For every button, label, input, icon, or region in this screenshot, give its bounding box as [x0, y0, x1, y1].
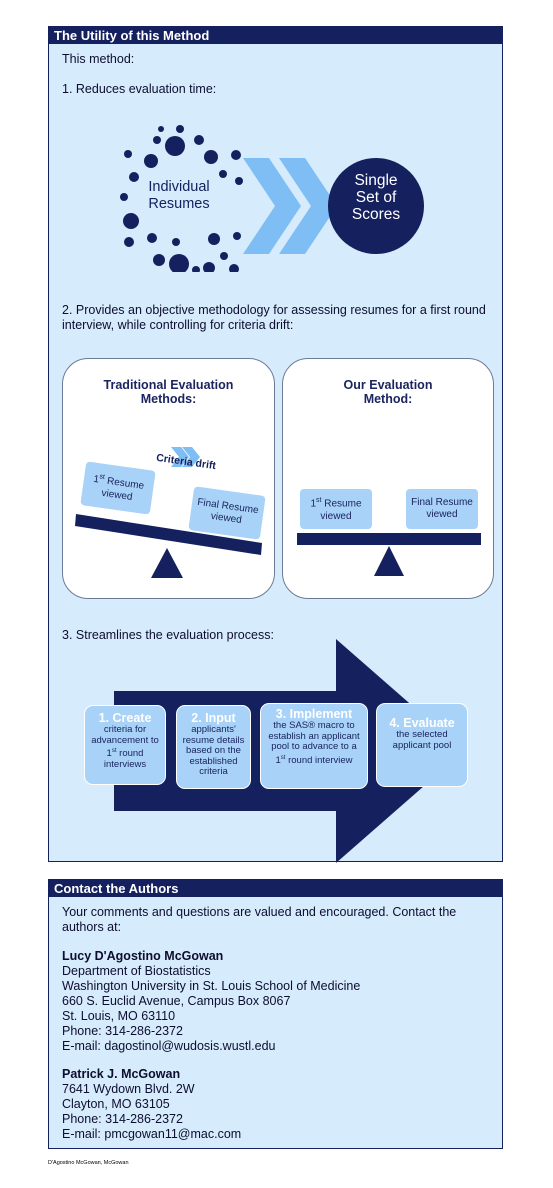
fulcrum-icon [374, 546, 404, 576]
author-2-email[interactable]: E-mail: pmcgowan11@mac.com [62, 1127, 242, 1141]
author-1-name: Lucy D'Agostino McGowan [62, 949, 224, 963]
first-resume-box: 1st Resume viewed [300, 489, 372, 529]
single-set-label: Single Set of Scores [351, 172, 401, 223]
chevron-right-icon [171, 447, 189, 467]
author-1: Lucy D'Agostino McGowan Department of Bi… [62, 949, 361, 1053]
step-input: 2. Input applicants' resume details base… [176, 705, 251, 789]
traditional-method-card: Traditional Evaluation Methods: Criteria… [62, 358, 275, 599]
point-2: 2. Provides an objective methodology for… [62, 303, 486, 332]
seesaw-plank [75, 514, 262, 555]
step-create: 1. Create criteria for advancement to 1s… [84, 705, 166, 785]
contact-header: Contact the Authors [49, 880, 502, 897]
traditional-title: Traditional Evaluation Methods: [103, 378, 234, 406]
chevron-right-icon [243, 158, 301, 254]
chevron-right-icon [279, 158, 337, 254]
author-2-name: Patrick J. McGowan [62, 1067, 181, 1081]
author-2: Patrick J. McGowan 7641 Wydown Blvd. 2W … [62, 1067, 242, 1141]
contact-panel: Contact the Authors Your comments and qu… [48, 879, 503, 1149]
utility-panel: The Utility of this Method This method: … [48, 26, 503, 863]
footer-credit: D'Agostino McGowan, McGowan [48, 1160, 129, 1166]
step-evaluate: 4. Evaluate the selected applicant pool [376, 703, 468, 787]
author-1-email[interactable]: E-mail: dagostinol@wudosis.wustl.edu [62, 1039, 276, 1053]
utility-intro: This method: [62, 52, 135, 66]
chevron-right-icon [182, 447, 200, 467]
seesaw-plank [297, 533, 481, 545]
final-resume-box: Final Resume viewed [406, 489, 478, 529]
individual-resumes-label: Individual Resumes [148, 179, 210, 212]
resume-dots [120, 125, 243, 272]
single-set-circle [328, 158, 424, 254]
resumes-to-scores-diagram [120, 125, 424, 272]
our-method-card: Our Evaluation Method: 1st Resume viewed… [282, 358, 494, 599]
point-3: 3. Streamlines the evaluation process: [62, 628, 274, 642]
step-implement: 3. Implement the SAS® macro to establish… [260, 703, 368, 789]
our-seesaw [297, 533, 481, 576]
our-title: Our Evaluation Method: [343, 378, 433, 406]
utility-header: The Utility of this Method [49, 27, 502, 44]
contact-intro: Your comments and questions are valued a… [62, 905, 457, 934]
fulcrum-icon [151, 548, 183, 578]
point-1: 1. Reduces evaluation time: [62, 82, 217, 96]
traditional-seesaw [75, 447, 262, 578]
